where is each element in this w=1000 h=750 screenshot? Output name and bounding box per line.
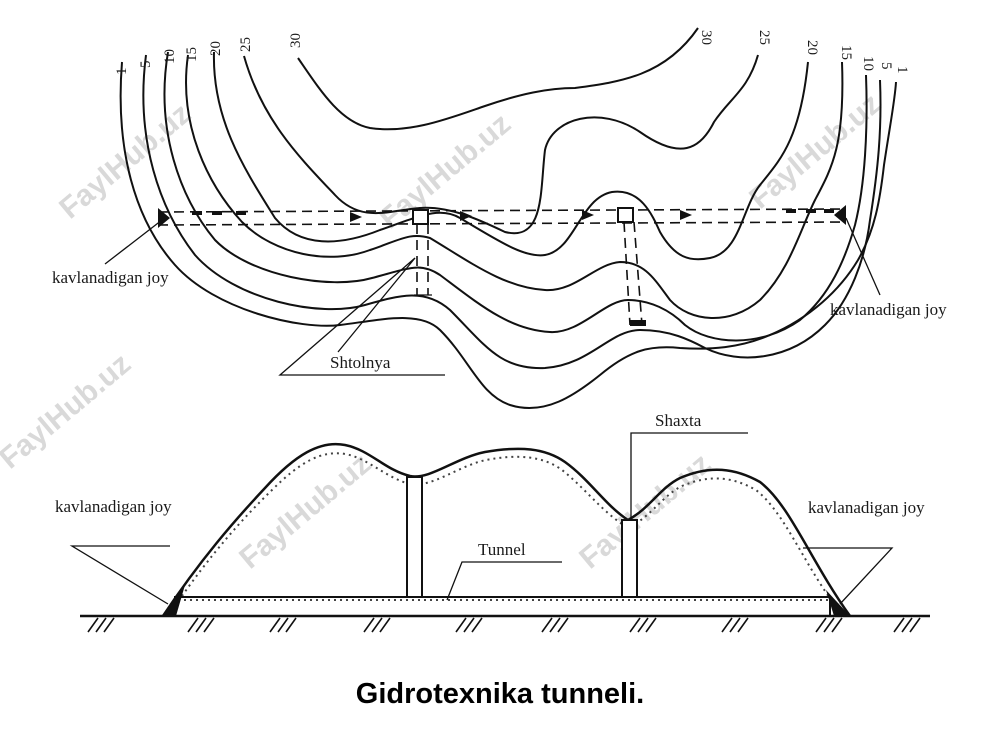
contour-plan	[119, 27, 897, 410]
leader-line	[69, 545, 170, 605]
contour-label: 10	[162, 49, 178, 64]
portal-right-profile	[826, 590, 850, 616]
profile-labels: kavlanadigan joy kavlanadigan joy Shaxta…	[55, 411, 925, 605]
contour-line-15	[185, 54, 844, 319]
contour-line-25	[243, 54, 759, 235]
contour-line-20	[212, 51, 809, 261]
contour-label: 20	[804, 40, 820, 55]
contour-line-5	[142, 54, 882, 370]
adit-branch-end	[630, 320, 646, 326]
watermark: FaylHub.uz	[573, 447, 717, 575]
contour-label: 10	[860, 56, 876, 71]
contour-label: 25	[756, 30, 772, 45]
portal-left-label-plan: kavlanadigan joy	[52, 268, 169, 287]
contour-line-10	[163, 51, 868, 342]
leader-line	[845, 217, 881, 296]
shaft-marker-plan-2	[617, 207, 634, 223]
contour-line-30	[297, 27, 699, 131]
watermark: FaylHub.uz	[233, 447, 377, 575]
profile-view	[80, 442, 930, 633]
portal-right-label-profile: kavlanadigan joy	[808, 498, 925, 517]
contour-label: 5	[878, 62, 894, 70]
portal-right-label-plan: kavlanadigan joy	[830, 300, 947, 319]
tunnel-axis-plan	[157, 205, 847, 326]
contour-label: 15	[838, 45, 854, 60]
adit-leader	[278, 257, 445, 376]
tunnel-axis-line-top	[157, 208, 847, 213]
leader-line	[803, 547, 894, 605]
adit-label: Shtolnya	[330, 353, 391, 372]
contour-label: 20	[208, 41, 224, 56]
shaft-marker-plan-1	[412, 209, 429, 225]
watermark: FaylHub.uz	[0, 347, 137, 475]
contour-label: 30	[698, 30, 714, 45]
contour-labels-right: 30 25 20 15 10 5 1	[698, 30, 910, 74]
watermark: FaylHub.uz	[53, 97, 197, 225]
leader-line	[446, 561, 562, 601]
contour-line-1	[119, 61, 897, 410]
leader-line	[104, 219, 163, 265]
contour-labels-left: 1 5 10 15 20 25 30	[114, 33, 304, 75]
contour-label: 30	[288, 33, 304, 48]
contour-label: 25	[238, 37, 254, 52]
shaft-profile-2	[621, 519, 638, 598]
portal-left-label-profile: kavlanadigan joy	[55, 497, 172, 516]
terrain-profile	[161, 442, 852, 617]
shaft-profile-1	[406, 476, 423, 598]
crossing-ticks	[158, 205, 846, 228]
adit-branch-line	[623, 221, 631, 326]
leader-line	[630, 432, 748, 520]
tunnel-axis-line-bottom	[157, 221, 847, 226]
figure-caption: Gidrotexnika tunneli.	[355, 678, 645, 710]
ground-hatching	[87, 617, 921, 633]
contour-label: 1	[114, 68, 130, 76]
terrain-hatch	[174, 452, 835, 607]
contour-label: 5	[138, 61, 154, 69]
contour-label: 1	[894, 66, 910, 74]
shaft-label: Shaxta	[655, 411, 702, 430]
watermark: FaylHub.uz	[373, 107, 517, 235]
tunnel-label: Tunnel	[478, 540, 526, 559]
plan-labels: kavlanadigan joy kavlanadigan joy Shtoln…	[52, 217, 947, 376]
adit-branch-line	[633, 221, 643, 326]
portal-left-profile	[163, 585, 185, 616]
contour-label: 15	[184, 47, 200, 62]
